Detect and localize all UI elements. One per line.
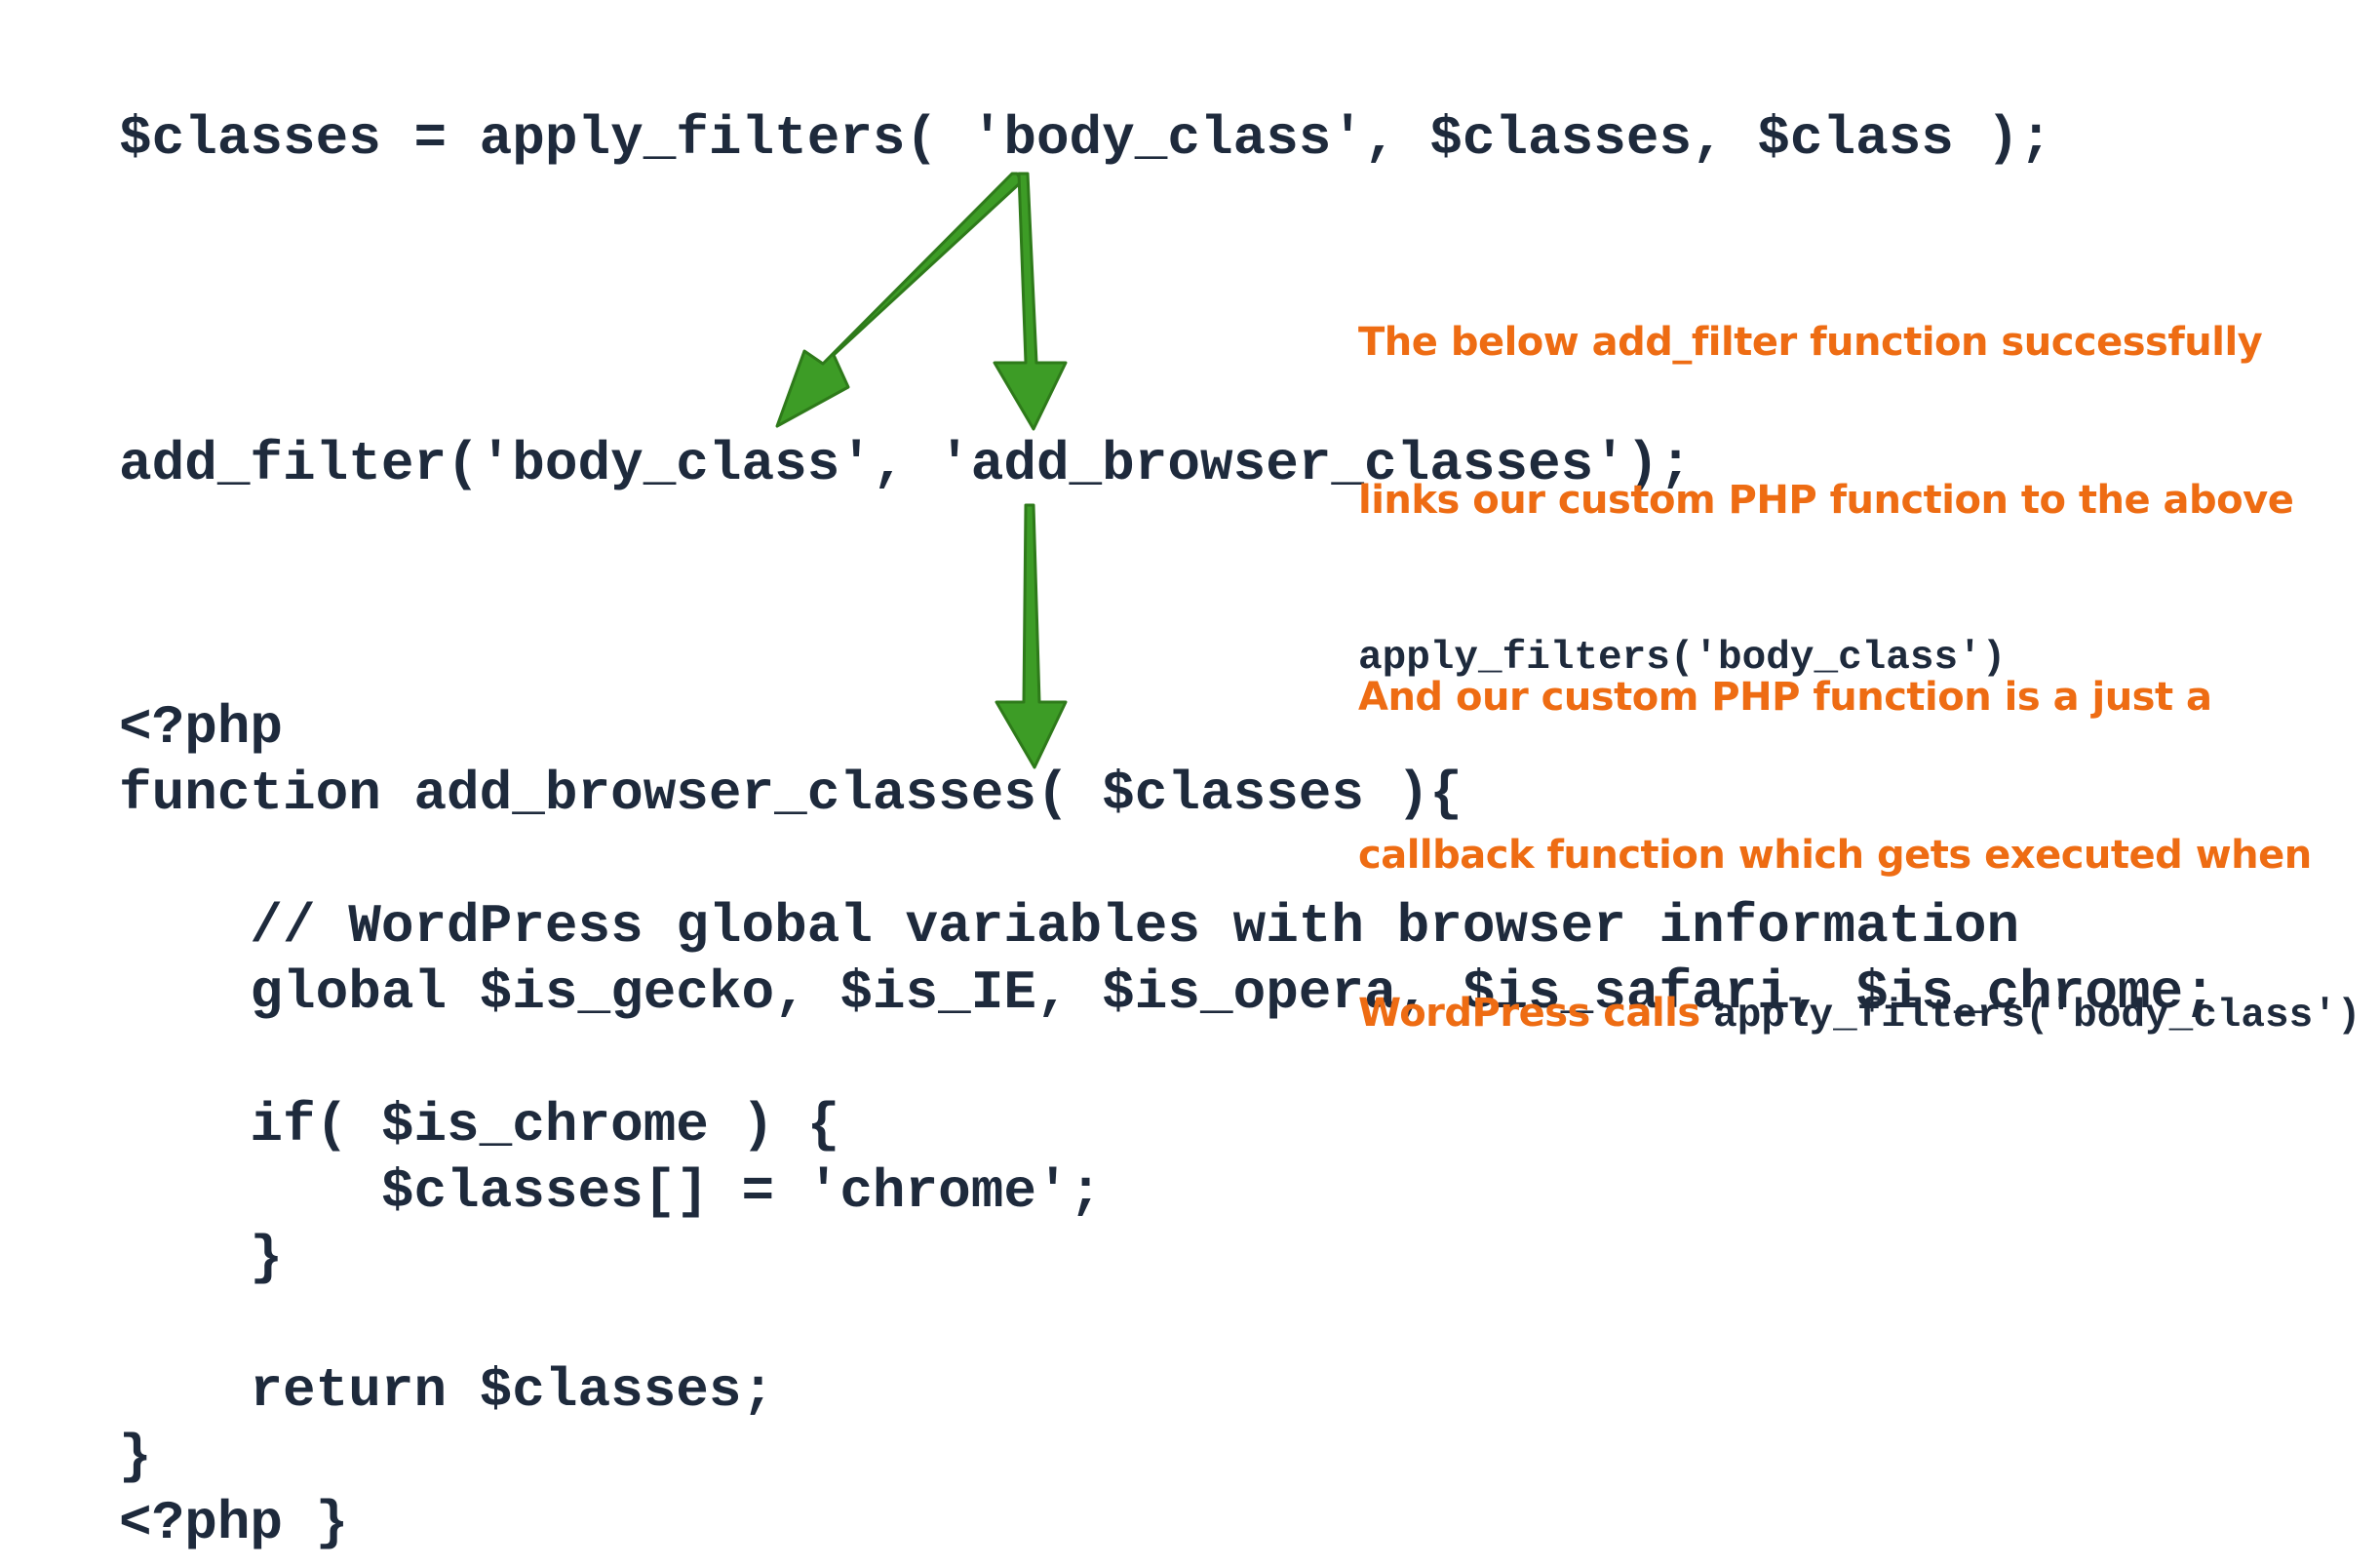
- code-line: global $is_gecko, $is_IE, $is_opera, $is…: [119, 961, 2216, 1024]
- code-line: if( $is_chrome ) {: [119, 1094, 840, 1156]
- annotation-text-line: And our custom PHP function is a just a: [1358, 675, 2212, 720]
- annotation-text-fragment: WordPress calls: [1358, 991, 1714, 1036]
- code-line: <?php }: [119, 1492, 349, 1554]
- code-line: // WordPress global variables with brows…: [119, 895, 2020, 958]
- code-line: $classes[] = 'chrome';: [119, 1160, 1103, 1223]
- annotation-text-line: The below add_filter function successful…: [1358, 320, 2263, 365]
- callback-annotation: And our custom PHP function is a just a …: [1358, 566, 2360, 1095]
- arrow-to-callback-name-arg: [993, 172, 1068, 431]
- annotation-text-line: callback function which gets executed wh…: [1358, 833, 2312, 878]
- annotation-text-line: WordPress calls apply_filters('body_clas…: [1358, 987, 2360, 1042]
- annotation-code-snippet: apply_filters('body_class'): [1358, 636, 2007, 681]
- apply-filters-code-line: $classes = apply_filters( 'body_class', …: [119, 107, 2052, 170]
- code-line: return $classes;: [119, 1359, 775, 1422]
- code-line: }: [119, 1426, 152, 1488]
- annotation-code-snippet: apply_filters('body_class'): [1713, 994, 2361, 1038]
- add-filter-code-line: add_filter('body_class', 'add_browser_cl…: [119, 433, 1693, 495]
- arrow-to-body-class-arg: [775, 172, 1024, 428]
- code-line: function add_browser_classes( $classes )…: [119, 763, 1463, 825]
- add-filter-annotation: The below add_filter function successful…: [1358, 211, 2294, 737]
- code-line: }: [119, 1227, 284, 1289]
- annotation-text-line: links our custom PHP function to the abo…: [1358, 478, 2294, 523]
- code-line: <?php: [119, 696, 284, 759]
- arrow-to-callback-function: [995, 503, 1068, 769]
